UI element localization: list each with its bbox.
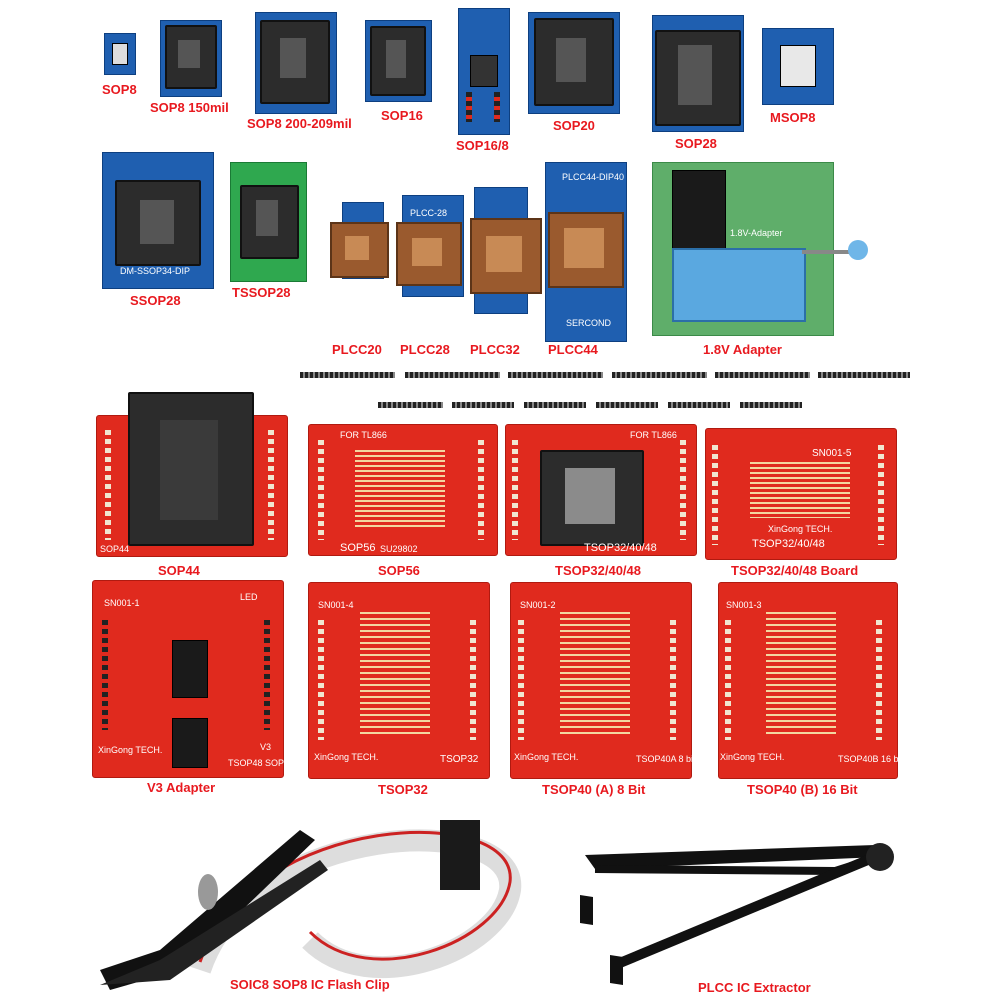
silk-tsop32: TSOP32	[440, 754, 479, 765]
label-plcc44: PLCC44	[548, 342, 598, 357]
label-sop16: SOP16	[381, 108, 423, 123]
tsop40a-pads	[560, 612, 630, 737]
label-plcc-extractor: PLCC IC Extractor	[698, 980, 811, 995]
zif-socket	[672, 248, 806, 322]
silk-sn001-4: SN001-4	[318, 600, 354, 610]
label-tsop-board: TSOP32/40/48 Board	[731, 563, 859, 578]
tsop40b-pads	[766, 612, 836, 737]
silk-xingong-2: XinGong TECH.	[514, 752, 579, 762]
sop56-pads	[355, 450, 445, 530]
label-tsop32: TSOP32	[378, 782, 428, 797]
silk-plcc28: PLCC-28	[410, 208, 448, 218]
silk-sop56-code: SU29802	[380, 544, 418, 554]
silk-xingong-v3: XinGong TECH.	[98, 745, 163, 755]
silk-for-tl866-2: FOR TL866	[630, 430, 677, 440]
label-tssop28: TSSOP28	[232, 285, 291, 300]
silk-xingong-3: XinGong TECH.	[720, 752, 785, 762]
label-sop8: SOP8	[102, 82, 137, 97]
silk-tsop48-sop44: TSOP48 SOP44	[228, 758, 295, 768]
silk-sop44: SOP44	[100, 544, 130, 554]
plcc-extractor-drawing	[580, 843, 894, 985]
silk-1-8v: 1.8V-Adapter	[730, 228, 783, 238]
silk-dm-ssop34: DM-SSOP34-DIP	[120, 266, 191, 276]
silk-tsop-board: TSOP32/40/48	[752, 538, 825, 550]
label-sop8-200mil: SOP8 200-209mil	[247, 116, 352, 131]
silk-tsop40b: TSOP40B 16 bits	[838, 754, 908, 764]
label-sop56: SOP56	[378, 563, 420, 578]
label-plcc32: PLCC32	[470, 342, 520, 357]
silk-plcc44-top: PLCC44-DIP40	[562, 172, 625, 182]
zif-lever-knob	[848, 240, 868, 260]
silk-sop56: SOP56	[340, 542, 376, 554]
silk-tsop40a: TSOP40A 8 bits	[636, 754, 701, 764]
silk-sn001-3: SN001-3	[726, 600, 762, 610]
label-sop44: SOP44	[158, 563, 200, 578]
silk-tsop-adapter: TSOP32/40/48	[584, 542, 657, 554]
silk-v3: V3	[260, 742, 272, 752]
silk-sn001-5: SN001-5	[812, 448, 852, 459]
silk-sn001-2: SN001-2	[520, 600, 556, 610]
tsop32-pads	[360, 612, 430, 737]
label-sop20: SOP20	[553, 118, 595, 133]
label-msop8: MSOP8	[770, 110, 816, 125]
silk-led: LED	[240, 592, 258, 602]
label-sop28: SOP28	[675, 136, 717, 151]
label-sop8-150mil: SOP8 150mil	[150, 100, 229, 115]
label-ssop28: SSOP28	[130, 293, 181, 308]
label-1-8v-adapter: 1.8V Adapter	[703, 342, 782, 357]
label-tsop40a: TSOP40 (A) 8 Bit	[542, 782, 646, 797]
silk-sn001-1: SN001-1	[104, 598, 140, 608]
label-tsop324048: TSOP32/40/48	[555, 563, 641, 578]
silk-xingong-4: XinGong TECH.	[314, 752, 379, 762]
label-v3-adapter: V3 Adapter	[147, 780, 216, 795]
label-plcc20: PLCC20	[332, 342, 382, 357]
label-soic8-clip: SOIC8 SOP8 IC Flash Clip	[230, 977, 390, 992]
silk-sercond: SERCOND	[566, 318, 612, 328]
zif-lever	[802, 250, 852, 254]
soic8-clip-drawing	[100, 820, 522, 990]
label-sop16-8: SOP16/8	[456, 138, 509, 153]
tsop-board-pads	[750, 462, 850, 518]
silk-for-tl866-1: FOR TL866	[340, 430, 387, 440]
label-tsop40b: TSOP40 (B) 16 Bit	[747, 782, 858, 797]
silk-xingong-tech: XinGong TECH.	[768, 524, 833, 534]
label-plcc28: PLCC28	[400, 342, 450, 357]
